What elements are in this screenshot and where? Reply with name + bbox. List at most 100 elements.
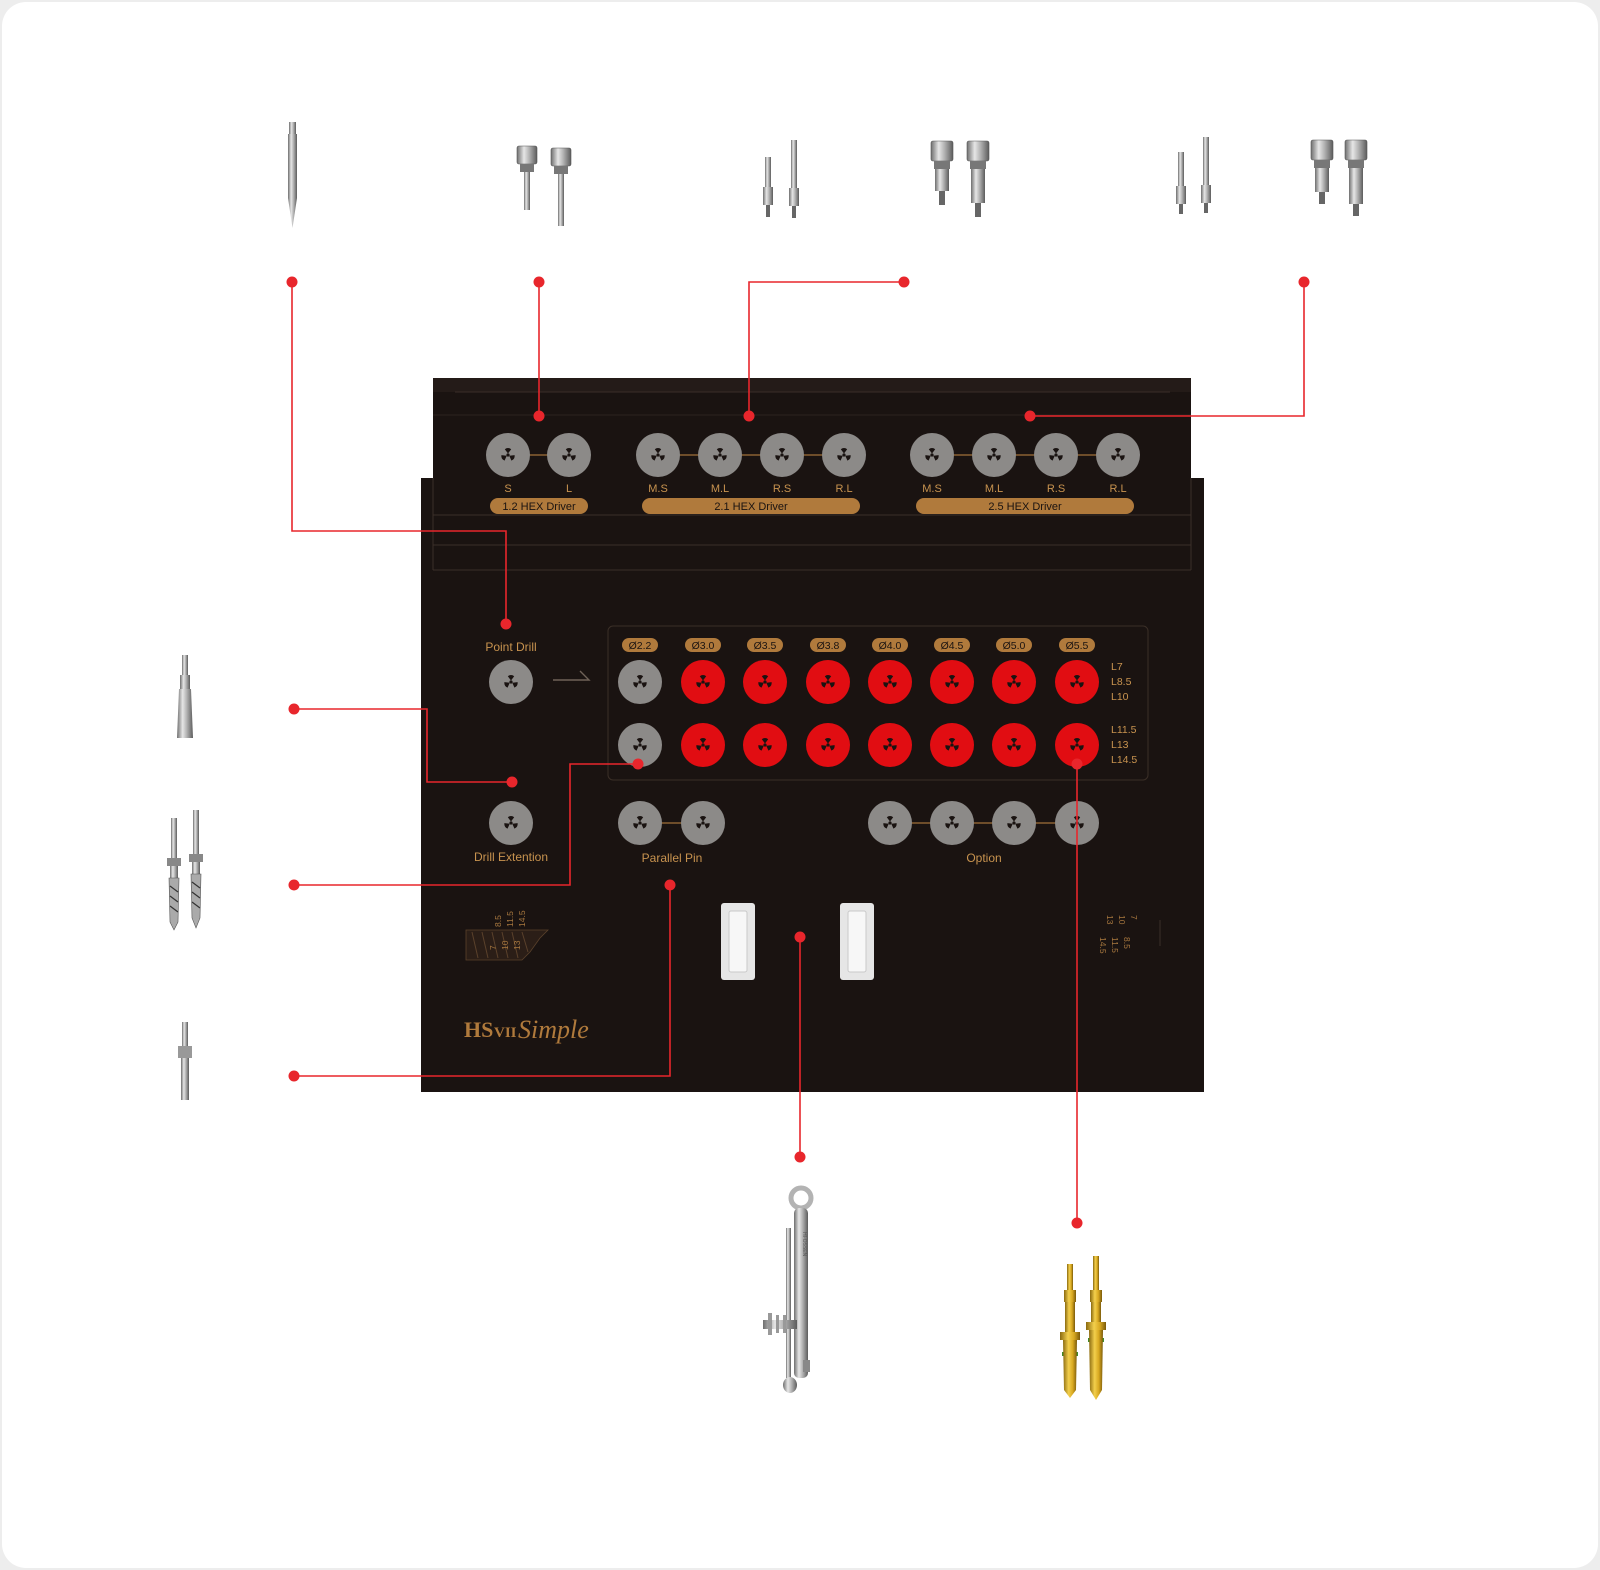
callout-parallel-pin — [294, 885, 671, 1077]
drill-extension-socket — [489, 801, 533, 845]
driver-socket — [636, 433, 680, 477]
drill-socket — [681, 723, 725, 767]
parallel-pin-socket — [681, 801, 725, 845]
driver-socket — [760, 433, 804, 477]
drill-socket — [868, 660, 912, 704]
callout-dot — [1071, 758, 1083, 770]
callout-dot — [794, 931, 806, 943]
brand-script: Simple — [518, 1015, 589, 1044]
option-socket — [992, 801, 1036, 845]
gauge-mark: 10 — [1117, 915, 1127, 925]
hex-driver-2-1-short-illustration — [763, 140, 799, 218]
brand-model: HS — [464, 1017, 493, 1042]
gauge-mark: 7 — [1129, 915, 1139, 920]
callout-dot — [288, 703, 300, 715]
callout-dot — [506, 776, 518, 788]
parallel-pin-socket — [618, 801, 662, 845]
gauge-mark: 10 — [500, 940, 510, 950]
callout-drills — [294, 763, 638, 886]
option-socket — [930, 801, 974, 845]
diameter-pill — [934, 638, 970, 652]
gauge-mark: 11.5 — [505, 911, 515, 927]
diameter-label: Ø3.5 — [754, 640, 777, 652]
drill-socket — [1055, 660, 1099, 704]
driver-slot-label: R.L — [835, 483, 852, 495]
diameter-pill — [685, 638, 721, 652]
driver-slot-label: R.S — [773, 483, 791, 495]
driver-group-name: 2.5 HEX Driver — [988, 501, 1062, 513]
diameter-pill — [810, 638, 846, 652]
drill-extension-illustration — [177, 655, 193, 738]
driver-slot-label: R.S — [1047, 483, 1065, 495]
depth-gauge-right: 7 8.5 10 11.5 13 14.5 — [1098, 915, 1139, 954]
driver-socket — [972, 433, 1016, 477]
length-label: L10 — [1111, 691, 1129, 703]
driver-group-name: 1.2 HEX Driver — [502, 501, 576, 513]
driver-socket — [1034, 433, 1078, 477]
callout-dot — [794, 1151, 806, 1163]
callout-dot — [288, 879, 300, 891]
drill-socket — [806, 660, 850, 704]
hex-driver-2-5-short-illustration — [1176, 137, 1211, 214]
diameter-label: Ø5.5 — [1066, 640, 1089, 652]
driver-socket — [698, 433, 742, 477]
length-label: L13 — [1111, 739, 1129, 751]
driver-socket — [822, 433, 866, 477]
driver-slot-label: R.L — [1109, 483, 1126, 495]
callout-point-drill — [291, 282, 507, 624]
driver-slot-label: S — [504, 483, 511, 495]
hex-driver-2-1-long-illustration — [930, 140, 990, 217]
diameter-pill — [1059, 638, 1095, 652]
point-drill-label: Point Drill — [485, 640, 536, 654]
surgical-tray — [421, 378, 1204, 1092]
callout-dot — [533, 410, 545, 422]
drill-extension-label: Drill Extention — [474, 850, 548, 864]
tray-lid-rim — [433, 378, 1191, 392]
gauge-mark: 11.5 — [1110, 937, 1120, 953]
callout-dots — [286, 276, 1310, 1229]
hex-driver-1-2-illustration — [516, 145, 572, 226]
point-drill-socket — [489, 660, 533, 704]
callout-2-5-driver — [1030, 282, 1305, 417]
gauge-mark: 14.5 — [1098, 937, 1108, 954]
driver-socket — [547, 433, 591, 477]
diameter-pill — [996, 638, 1032, 652]
drill-socket — [992, 660, 1036, 704]
callout-lines — [291, 281, 1305, 1223]
drill-socket — [806, 723, 850, 767]
drill-socket — [868, 723, 912, 767]
option-socket — [868, 801, 912, 845]
option-drill-illustration — [1060, 1256, 1106, 1400]
driver-slot-label: M.S — [648, 483, 668, 495]
drill-socket — [930, 723, 974, 767]
gauge-mark: 8.5 — [493, 915, 503, 927]
callout-dot — [288, 1070, 300, 1082]
sockets — [486, 433, 1140, 845]
callout-dot — [1024, 410, 1036, 422]
wrench-slots — [721, 903, 874, 980]
point-drill-illustration — [288, 122, 297, 228]
drill-socket — [930, 660, 974, 704]
diameter-pill — [747, 638, 783, 652]
length-label: L14.5 — [1111, 754, 1137, 766]
length-label: L8.5 — [1111, 676, 1132, 688]
brand-logo: HS VII Simple — [464, 1015, 589, 1044]
driver-group-pill — [916, 498, 1134, 514]
depth-gauge-left: 8.5 11.5 14.5 7 10 13 — [465, 910, 549, 961]
driver-socket — [486, 433, 530, 477]
length-label: L7 — [1111, 661, 1123, 673]
callout-2-1-driver — [748, 281, 904, 416]
callout-dot — [664, 879, 676, 891]
callout-dot — [743, 410, 755, 422]
length-labels-row2: L11.5 L13 L14.5 — [1111, 724, 1137, 766]
diameter-label: Ø2.2 — [629, 640, 652, 652]
drill-grid-frame — [607, 625, 1149, 781]
diameter-label: Ø3.0 — [692, 640, 715, 652]
length-labels-row1: L7 L8.5 L10 — [1111, 661, 1132, 703]
callout-dot — [533, 276, 545, 288]
driver-socket — [1096, 433, 1140, 477]
drill-illustration — [167, 810, 203, 931]
brand-roman: VII — [494, 1025, 517, 1041]
